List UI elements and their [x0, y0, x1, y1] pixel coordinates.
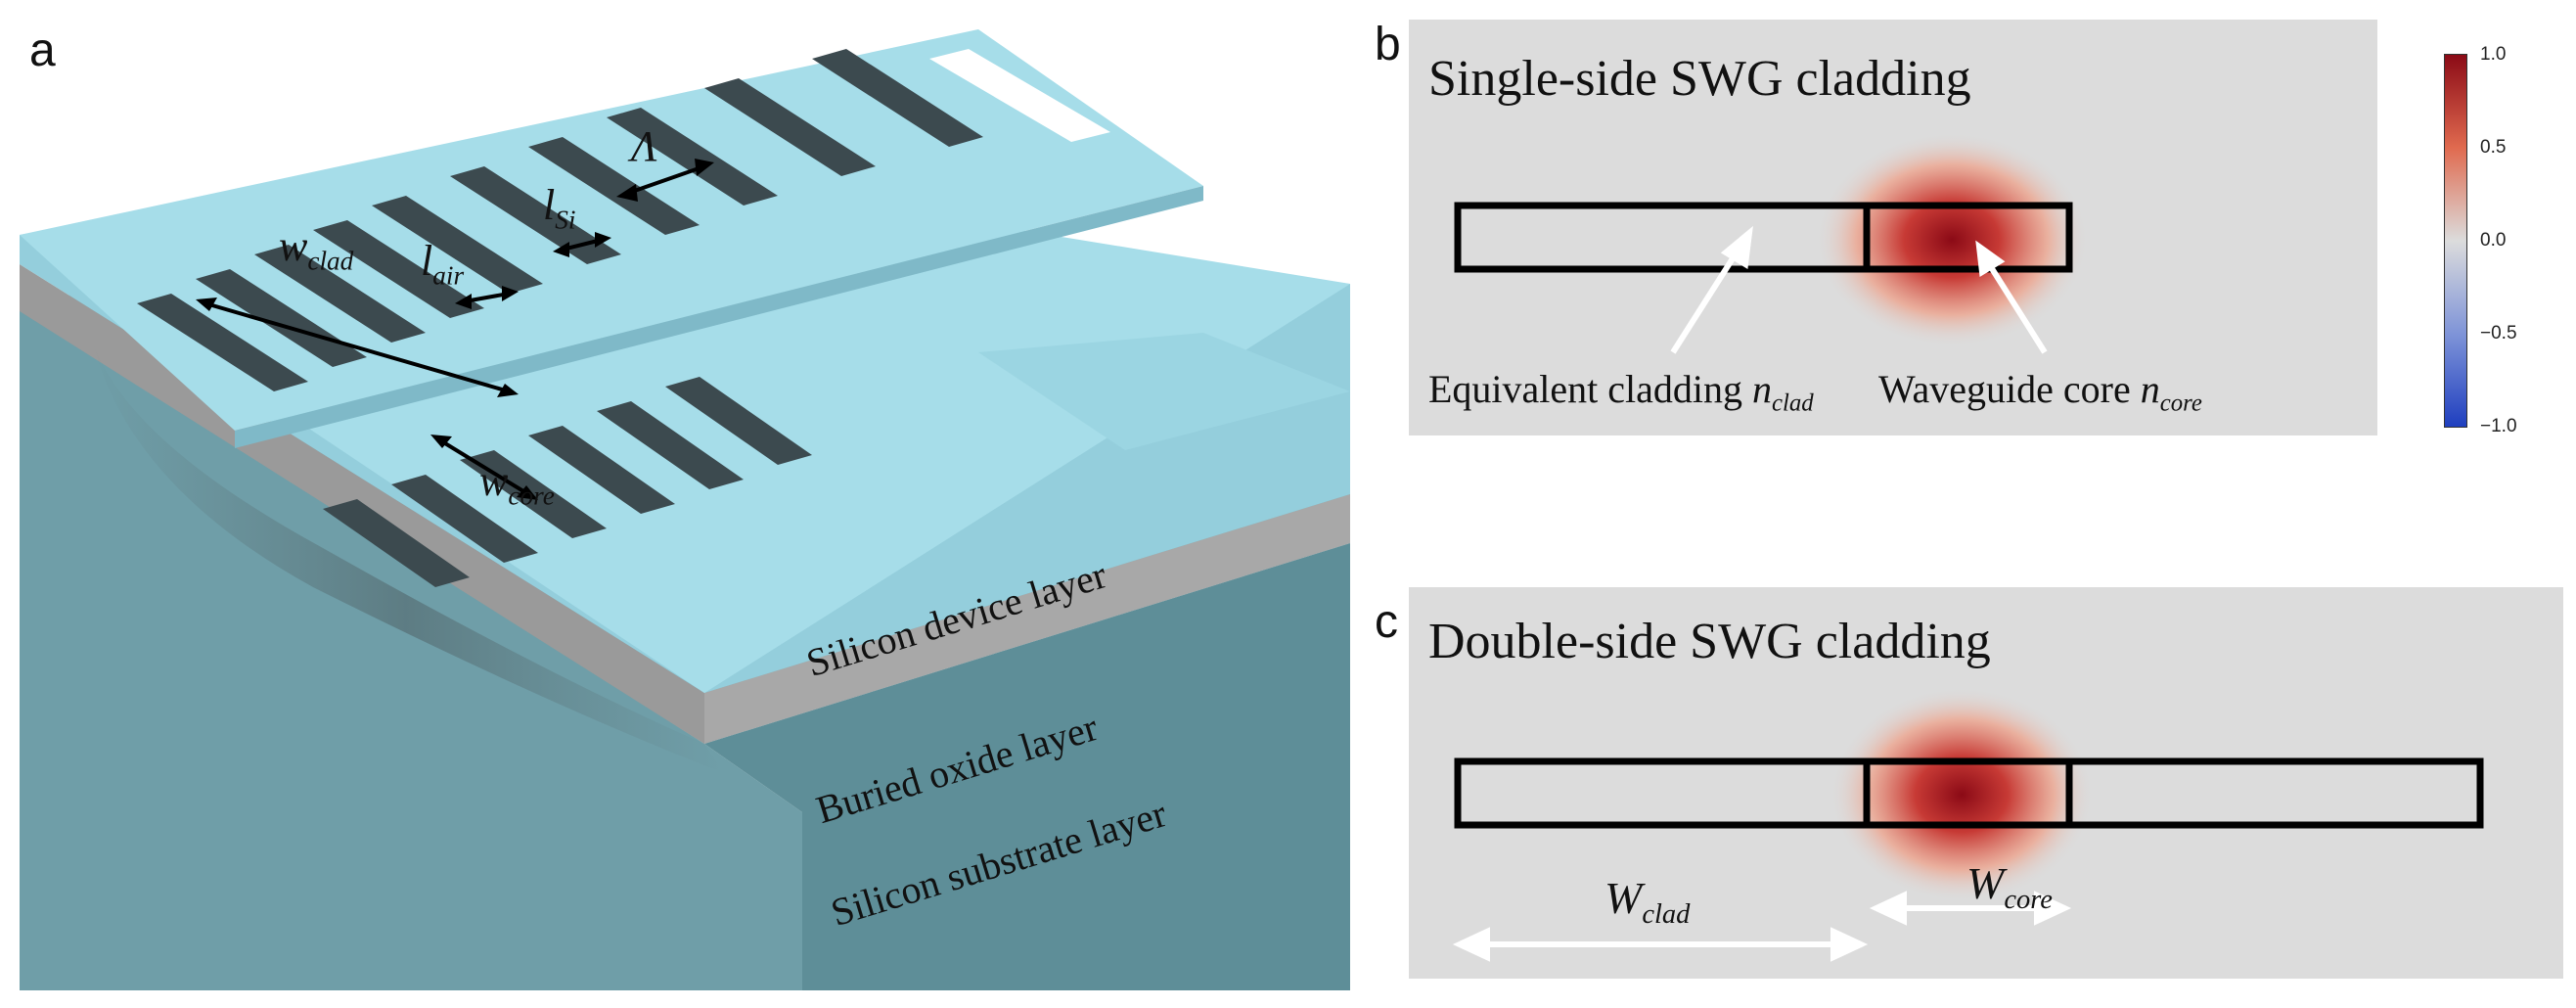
etched-cavity-shadow: [88, 323, 724, 773]
w-clad-symbol: wclad: [279, 222, 354, 276]
substrate-front-face: [20, 303, 802, 990]
waveguide-outline-c: [1454, 757, 2484, 829]
oxide-side-face: [704, 494, 1350, 744]
colorbar-tick-5: −1.0: [2480, 416, 2517, 436]
w-core-symbol: wcore: [479, 457, 555, 511]
panel-c-title: Double-side SWG cladding: [1428, 614, 1991, 669]
panel-b-mode-profile: [1454, 132, 2089, 354]
substrate-side-face: [704, 543, 1350, 990]
l-air-symbol: lair: [421, 237, 465, 291]
colorbar: [2444, 54, 2467, 428]
panel-b-arrows: [1670, 225, 2048, 354]
mode-field-c: [1830, 687, 2094, 902]
w-core-width-label: Wcore: [1966, 858, 2053, 915]
swg-slots-upper: [137, 49, 1110, 391]
panel-label-c: c: [1375, 596, 1398, 648]
colorbar-tick-2: 0.5: [2480, 137, 2507, 158]
colorbar-tick-4: −0.5: [2480, 323, 2517, 344]
panel-c-width-arrows: [1452, 891, 2072, 962]
mode-field-b: [1815, 132, 2089, 347]
panel-label-b: b: [1375, 19, 1401, 70]
waveguide-outline-b: [1454, 202, 2073, 273]
trench-floor: [978, 333, 1350, 450]
colorbar-tick-1: 1.0: [2480, 44, 2507, 65]
lambda-symbol: Λ: [631, 122, 657, 170]
l-si-symbol: lSi: [543, 181, 576, 235]
panel-b-title: Single-side SWG cladding: [1428, 51, 1971, 107]
colorbar-tick-3: 0.0: [2480, 230, 2507, 251]
panel-label-a: a: [29, 24, 56, 76]
device-3d-illustration: [20, 29, 1350, 990]
waveguide-core-label: Waveguide core ncore: [1878, 367, 2202, 417]
w-clad-width-label: Wclad: [1604, 873, 1691, 930]
panel-c-mode-profile: [1452, 687, 2484, 962]
equivalent-cladding-label: Equivalent cladding nclad: [1428, 367, 1814, 417]
